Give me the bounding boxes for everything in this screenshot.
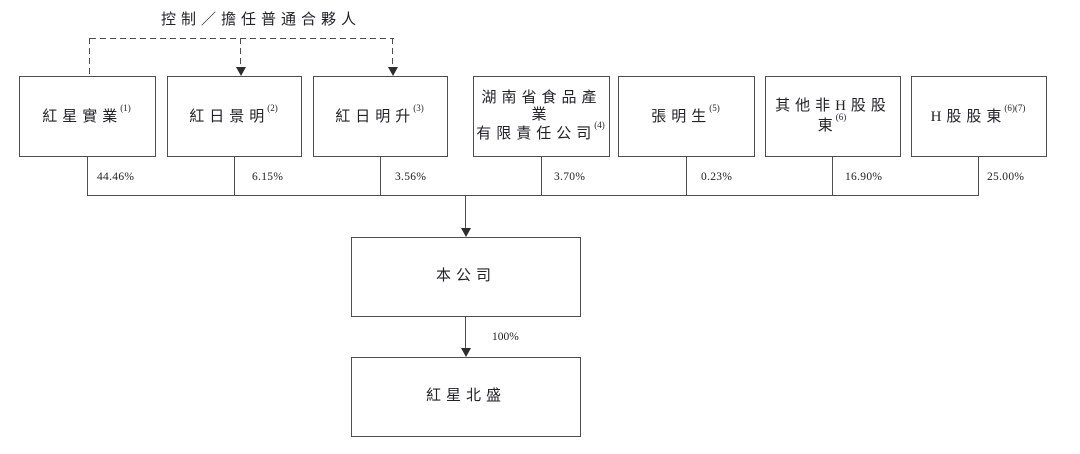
stem-to-company: [465, 196, 467, 229]
shareholder-name: 其他非H股股東(6): [775, 98, 891, 134]
footnote-ref: (4): [594, 120, 605, 131]
ownership-pct-6: 16.90%: [845, 171, 883, 183]
connector-line-7: [978, 157, 980, 196]
shareholder-box-hongri-mingsheng: 紅日明升(3): [313, 76, 448, 157]
footnote-ref: (1): [120, 102, 131, 113]
shareholder-name: 張明生(5): [651, 102, 720, 125]
footnote-ref: (3): [413, 102, 424, 113]
connector-line-4: [541, 157, 543, 196]
subsidiary-name: 紅星北盛: [425, 388, 506, 405]
shareholder-box-hongri-jingming: 紅日景明(2): [167, 76, 302, 157]
arrowhead-down-icon: [461, 228, 471, 237]
connector-line-2: [234, 157, 236, 196]
control-dashed-drop-to-box2: [240, 38, 242, 68]
control-dashed-drop-to-box3: [392, 38, 394, 68]
shareholder-name: 紅日明升(3): [335, 102, 424, 125]
shareholder-box-other-non-h-shareholders: 其他非H股股東(6): [765, 76, 901, 157]
stem-to-subsidiary: [465, 317, 467, 349]
shareholder-name: 紅日景明(2): [189, 102, 278, 125]
connector-line-1: [87, 157, 89, 196]
ownership-pct-5: 0.23%: [701, 171, 733, 183]
ownership-pct-2: 6.15%: [252, 171, 284, 183]
connector-line-5: [686, 157, 688, 196]
ownership-pct-7: 25.00%: [987, 171, 1025, 183]
control-dashed-drop-from-hongxing: [89, 38, 91, 76]
company-box: 本公司: [351, 237, 581, 317]
subsidiary-box: 紅星北盛: [351, 357, 581, 437]
shareholder-box-zhang-mingsheng: 張明生(5): [618, 76, 755, 157]
connector-line-3: [380, 157, 382, 196]
ownership-pct-3: 3.56%: [395, 171, 427, 183]
shareholder-name: 湖南省食品產業 有限責任公司(4): [476, 89, 605, 143]
footnote-ref: (6): [835, 111, 847, 122]
company-name: 本公司: [435, 268, 496, 285]
control-dashed-horizontal-line: [90, 38, 394, 40]
ownership-pct-4: 3.70%: [554, 171, 586, 183]
shareholder-box-hunan-food-industry: 湖南省食品產業 有限責任公司(4): [473, 76, 610, 157]
ownership-pct-1: 44.46%: [97, 171, 135, 183]
control-relationship-label: 控制／擔任普通合夥人: [161, 12, 362, 28]
arrowhead-down-icon: [236, 67, 246, 76]
subsidiary-ownership-pct: 100%: [492, 331, 519, 343]
shareholder-box-hongxing-shiye: 紅星實業(1): [19, 76, 156, 157]
connector-line-6: [832, 157, 834, 196]
bus-line: [87, 195, 979, 197]
shareholder-box-h-shareholders: H股股東(6)(7): [911, 76, 1047, 157]
arrowhead-down-icon: [388, 67, 398, 76]
footnote-ref: (2): [267, 102, 278, 113]
arrowhead-down-icon: [461, 348, 471, 357]
footnote-ref: (5): [709, 102, 720, 113]
footnote-ref: (6)(7): [1004, 102, 1026, 113]
shareholder-name: 紅星實業(1): [42, 102, 131, 125]
shareholder-name: H股股東(6)(7): [930, 102, 1026, 125]
